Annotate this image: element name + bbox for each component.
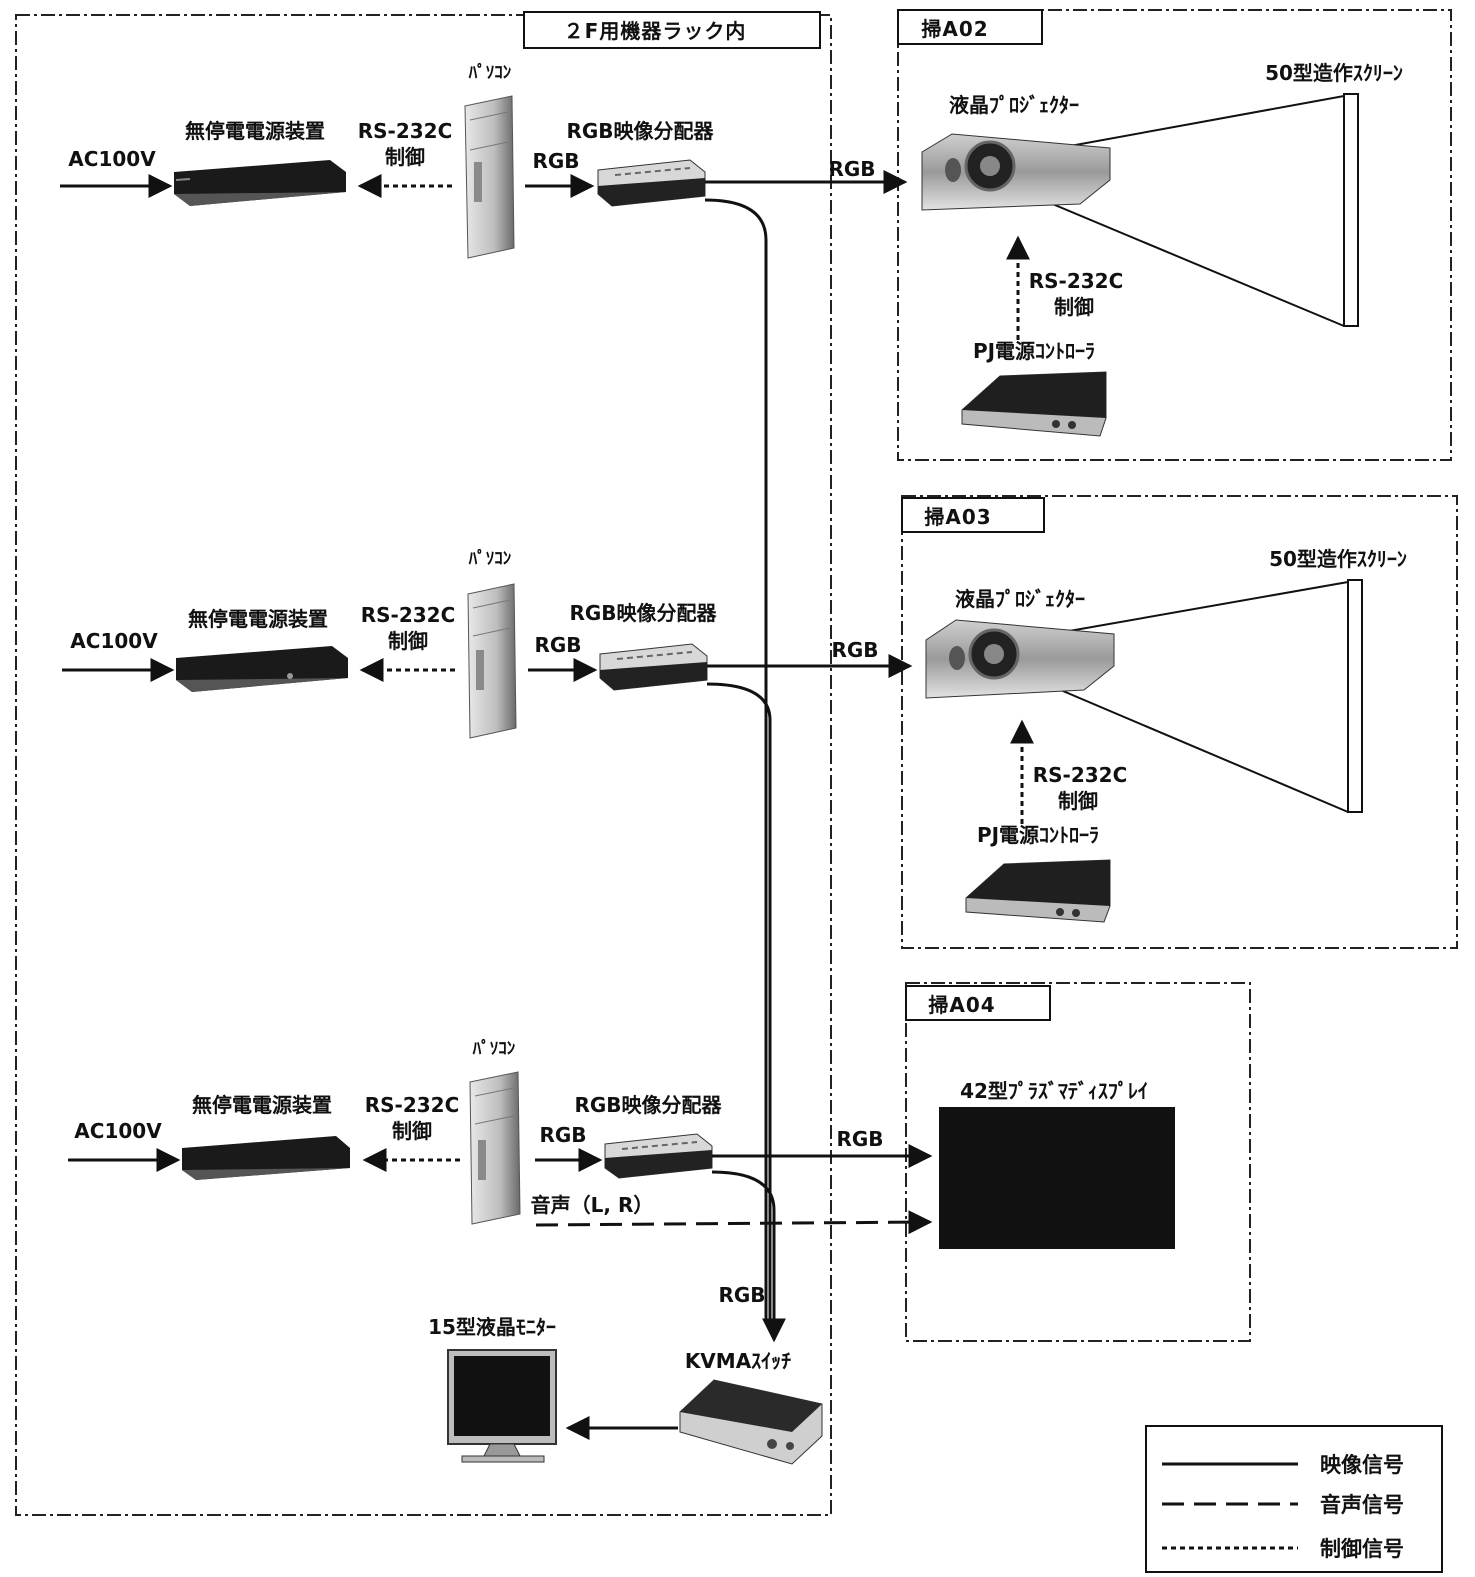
plasma-display-icon [939,1107,1175,1249]
legend-video: 映像信号 [1320,1453,1404,1477]
room-a04-title: 掃A04 [928,993,995,1017]
room-a03-region: 掃A03 [901,495,1458,949]
rgb-out-label: RGB [828,157,875,181]
kvm-switch-icon [679,1379,823,1465]
rgb-splitter-icon [599,643,708,691]
rack-region: ２F用機器ラック内 [15,11,832,1516]
screen-panel [1347,579,1363,813]
ups-label: 無停電電源装置 [192,1093,332,1117]
kvm-rgb-label: RGB [718,1283,765,1307]
row-3: AC100V 無停電電源装置 RS-232C 制御 ﾊﾟｿｺﾝ RGB RGB映… [68,1038,933,1235]
audio-label: 音声（L, R） [531,1193,654,1217]
pc-tower-icon [467,583,517,739]
room-a03-title: 掃A03 [924,505,991,529]
rgb-out-label: RGB [836,1127,883,1151]
rgb-out-label: RGB [831,638,878,662]
legend: 映像信号 音声信号 制御信号 [1145,1425,1443,1573]
pj-controller-icon [965,859,1111,923]
ups-label: 無停電電源装置 [188,607,328,631]
ups-device-icon [174,160,346,206]
screen-panel [1343,93,1359,327]
lcd-monitor-icon [447,1349,557,1463]
room-a02: 50型造作ｽｸﾘｰﾝ 液晶ﾌﾟﾛｼﾞｪｸﾀｰ RS-232C 制御 PJ電源ｺﾝ… [921,61,1403,437]
ctrl-label-1: RS-232C [361,603,456,627]
room-a04-region: 掃A04 [905,982,1251,1342]
ac-label: AC100V [70,629,158,653]
legend-audio: 音声信号 [1320,1493,1404,1517]
room-a04: 42型ﾌﾟﾗｽﾞﾏﾃﾞｨｽﾌﾟﾚｲ [939,1079,1175,1249]
splitter-label: RGB映像分配器 [569,601,717,625]
rgb-label: RGB [532,149,579,173]
kvm-area: KVMAｽｲｯﾁ 15型液晶ﾓﾆﾀｰ [428,1315,823,1465]
splitter-label: RGB映像分配器 [566,119,714,143]
room-a02-region: 掃A02 [897,9,1452,461]
ctrl-label-2: 制御 [388,629,428,653]
rgb-splitter-icon [597,159,706,207]
ctrl-label-1: RS-232C [1029,269,1124,293]
screen-label: 50型造作ｽｸﾘｰﾝ [1269,547,1407,571]
row-1: AC100V 無停電電源装置 RS-232C 制御 ﾊﾟｿｺﾝ RGB RGB映… [60,62,908,259]
splitter-label: RGB映像分配器 [574,1093,722,1117]
pc-tower-icon [464,95,515,259]
pj-controller-icon [961,371,1107,437]
pc-label: ﾊﾟｿｺﾝ [472,1038,516,1059]
ctrl-label-2: 制御 [392,1119,432,1143]
ac-label: AC100V [74,1119,162,1143]
projector-icon [921,133,1111,211]
ups-label: 無停電電源装置 [185,119,325,143]
rgb-splitter-icon [604,1133,713,1179]
ac-label: AC100V [68,147,156,171]
projector-icon [925,619,1115,699]
room-a03: 50型造作ｽｸﾘｰﾝ 液晶ﾌﾟﾛｼﾞｪｸﾀｰ RS-232C 制御 PJ電源ｺﾝ… [925,547,1407,923]
rgb-label: RGB [539,1123,586,1147]
rgb-label: RGB [534,633,581,657]
kvm-rgb-bus: RGB [704,198,786,1343]
ctrl-label-1: RS-232C [365,1093,460,1117]
row-2: AC100V 無停電電源装置 RS-232C 制御 ﾊﾟｿｺﾝ RGB RGB映… [62,548,913,739]
plasma-label: 42型ﾌﾟﾗｽﾞﾏﾃﾞｨｽﾌﾟﾚｲ [960,1079,1148,1103]
screen-label: 50型造作ｽｸﾘｰﾝ [1265,61,1403,85]
ctrl-label-2: 制御 [1058,789,1098,813]
room-a02-title: 掃A02 [921,17,988,41]
projector-label: 液晶ﾌﾟﾛｼﾞｪｸﾀｰ [949,93,1079,117]
controller-label: PJ電源ｺﾝﾄﾛｰﾗ [977,823,1099,847]
controller-label: PJ電源ｺﾝﾄﾛｰﾗ [973,339,1095,363]
monitor-label: 15型液晶ﾓﾆﾀｰ [428,1315,556,1339]
projector-label: 液晶ﾌﾟﾛｼﾞｪｸﾀｰ [955,587,1085,611]
pc-label: ﾊﾟｿｺﾝ [468,62,512,83]
pc-label: ﾊﾟｿｺﾝ [468,548,512,569]
ctrl-label-2: 制御 [385,145,425,169]
kvm-label: KVMAｽｲｯﾁ [685,1349,791,1373]
ctrl-label-1: RS-232C [358,119,453,143]
legend-control: 制御信号 [1320,1537,1404,1561]
pc-tower-icon [469,1071,521,1225]
ups-device-icon [182,1136,350,1180]
rack-title: ２F用機器ラック内 [564,19,747,43]
ups-device-icon [176,646,348,692]
ctrl-label-1: RS-232C [1033,763,1128,787]
ctrl-label-2: 制御 [1054,295,1094,319]
